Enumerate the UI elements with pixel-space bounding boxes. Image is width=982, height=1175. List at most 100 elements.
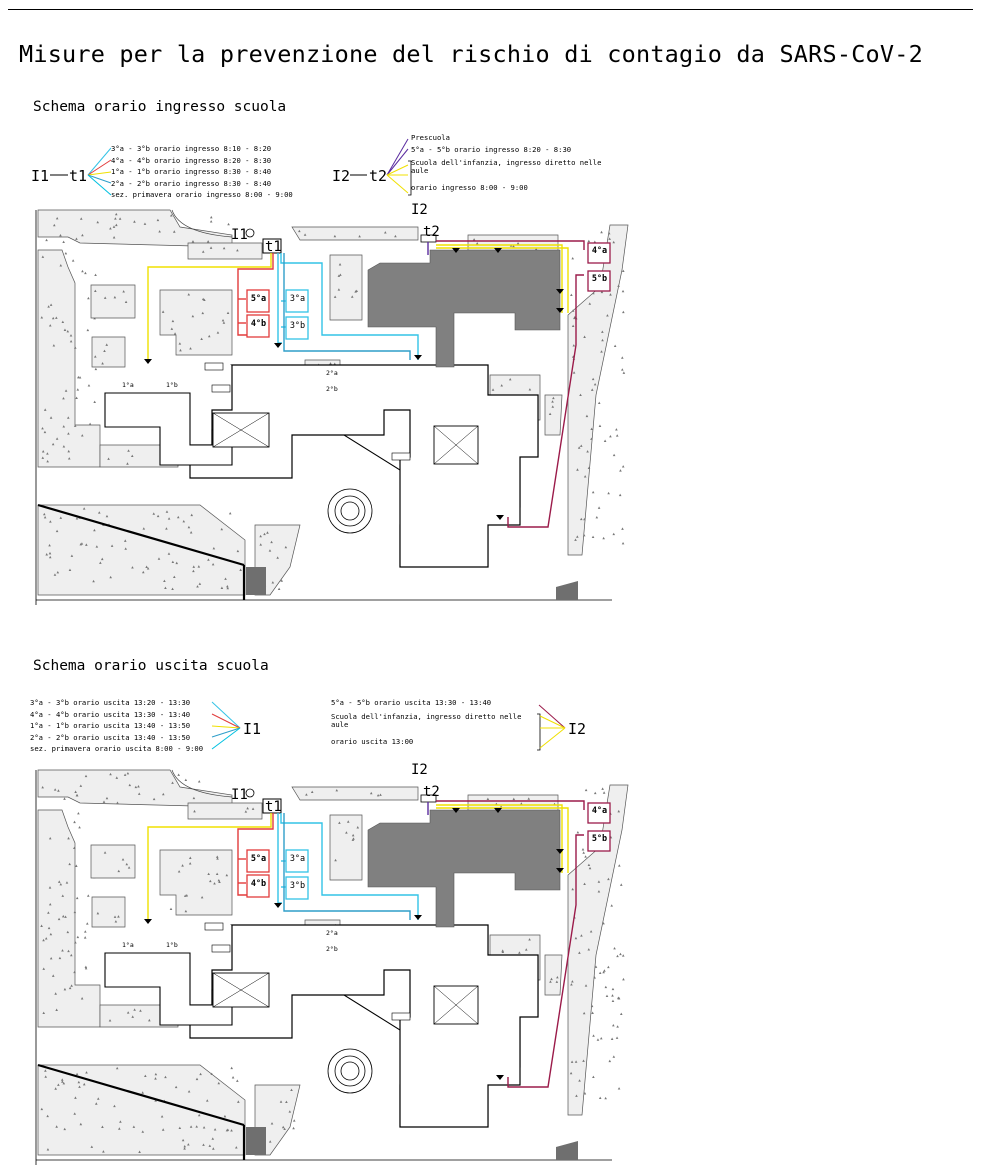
shrub-mark [516, 241, 520, 245]
shrub-mark [622, 310, 625, 314]
shrub-mark [584, 984, 588, 987]
shrub-mark [67, 949, 70, 953]
shrub-mark [230, 1066, 233, 1070]
shrub-mark [64, 252, 68, 255]
shrub-mark [64, 915, 67, 918]
shrub-mark [266, 531, 269, 534]
connector-line [538, 704, 566, 729]
shrub-mark [346, 820, 350, 823]
shrub-mark [62, 445, 66, 448]
shrub-mark [57, 789, 60, 792]
shrub-mark [161, 792, 165, 796]
shrub-mark [61, 914, 65, 918]
shrub-mark [534, 247, 538, 251]
shrub-mark [591, 535, 595, 538]
shrub-mark [96, 220, 100, 224]
round-tower [334, 1055, 366, 1087]
shrub-mark [268, 1140, 272, 1143]
gate-t1 [262, 238, 282, 254]
green-area [91, 896, 126, 928]
shrub-mark [205, 1099, 209, 1102]
utility-block [246, 1127, 266, 1155]
classroom-box [285, 876, 309, 900]
shrub-mark [209, 246, 213, 249]
connector-line [539, 727, 566, 749]
connector-line [386, 174, 409, 194]
shrub-mark [63, 987, 67, 991]
shrub-mark [220, 527, 224, 531]
exit-section-title: Schema orario uscita scuola [33, 658, 269, 674]
shrub-mark [337, 274, 341, 277]
shrub-mark [109, 772, 112, 776]
shrub-mark [96, 911, 100, 915]
class-label-1a: 1°a [122, 941, 134, 949]
shrub-mark [239, 568, 242, 571]
shrub-mark [259, 534, 262, 538]
shrub-mark [189, 1125, 193, 1128]
shrub-mark [222, 246, 226, 250]
shrub-mark [602, 791, 606, 794]
stair-block [204, 362, 224, 371]
shrub-mark [77, 1080, 81, 1084]
shrub-mark [339, 273, 342, 276]
shrub-mark [94, 1102, 98, 1105]
shrub-mark [607, 877, 610, 881]
shrub-mark [192, 565, 196, 568]
shrub-mark [114, 920, 118, 923]
classroom-box [587, 830, 611, 852]
page-title: Misure per la prevenzione del rischio di… [19, 40, 923, 68]
stair-block [211, 944, 231, 953]
shrub-mark [73, 846, 76, 850]
shrub-mark [55, 437, 59, 440]
shrub-mark [212, 547, 216, 550]
shrub-mark [518, 951, 521, 954]
shrub-mark [167, 552, 171, 555]
legend-item: 1°a - 1°b orario uscita 13:40 - 13:50 [30, 721, 191, 730]
shrub-mark [501, 950, 505, 954]
shrub-mark [571, 887, 574, 891]
shrub-mark [512, 244, 515, 248]
shrub-mark [225, 1129, 229, 1132]
shrub-mark [605, 994, 609, 998]
shrub-mark [73, 970, 76, 974]
shrub-mark [68, 986, 72, 990]
shrub-mark [191, 240, 195, 243]
shrub-mark [182, 519, 186, 523]
boundary-wall [37, 1063, 245, 1127]
shrub-mark [283, 1127, 286, 1131]
shrub-mark [154, 1072, 158, 1076]
shrub-mark [43, 430, 47, 434]
shrub-mark [197, 780, 201, 783]
door-marker [556, 868, 564, 873]
shrub-mark [201, 311, 205, 315]
shrub-mark [131, 1015, 135, 1018]
shrub-mark [124, 547, 127, 550]
door-marker [452, 248, 460, 253]
shrub-mark [76, 935, 80, 939]
shrub-mark [114, 217, 117, 220]
class-label-4a: 4°a [591, 806, 608, 816]
classroom-box [587, 270, 611, 292]
shrub-mark [520, 802, 523, 805]
route-line [147, 253, 272, 363]
shrub-mark [62, 396, 65, 400]
shrub-mark [394, 234, 397, 238]
shrub-mark [45, 553, 49, 556]
round-tower [327, 1048, 373, 1094]
shrub-mark [475, 242, 479, 245]
shrub-mark [118, 1127, 121, 1130]
shrub-mark [47, 911, 50, 914]
shrub-mark [61, 949, 64, 952]
shrub-mark [57, 917, 61, 921]
shrub-mark [173, 332, 177, 335]
stair-block [211, 384, 231, 393]
shrub-mark [105, 514, 109, 518]
shrub-mark [588, 866, 592, 870]
shrub-mark [608, 237, 611, 240]
class-label-1b: 1°b [166, 941, 178, 949]
shrub-mark [198, 582, 202, 585]
shrub-mark [215, 855, 219, 858]
shrub-mark [165, 527, 168, 530]
shrub-mark [99, 561, 102, 564]
shrub-mark [201, 297, 205, 301]
